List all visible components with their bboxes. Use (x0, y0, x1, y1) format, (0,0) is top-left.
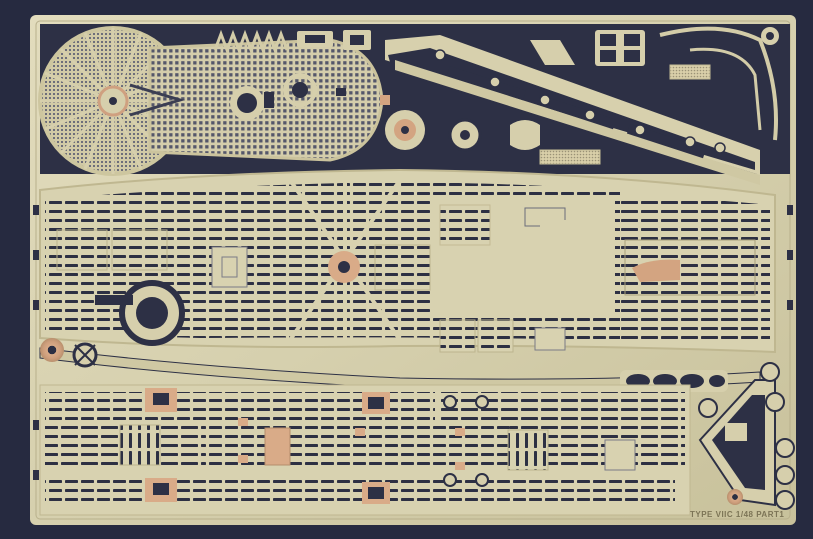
zigzag-part (213, 29, 289, 55)
lower-deck-part (39, 384, 691, 516)
deck-grating-part (129, 38, 384, 162)
triangular-frame-part (698, 362, 795, 510)
main-deck-part (39, 168, 776, 354)
diagonal-rails-part (385, 35, 760, 185)
fret-part-label: TYPE VIIC 1/48 PART1 (690, 510, 785, 519)
